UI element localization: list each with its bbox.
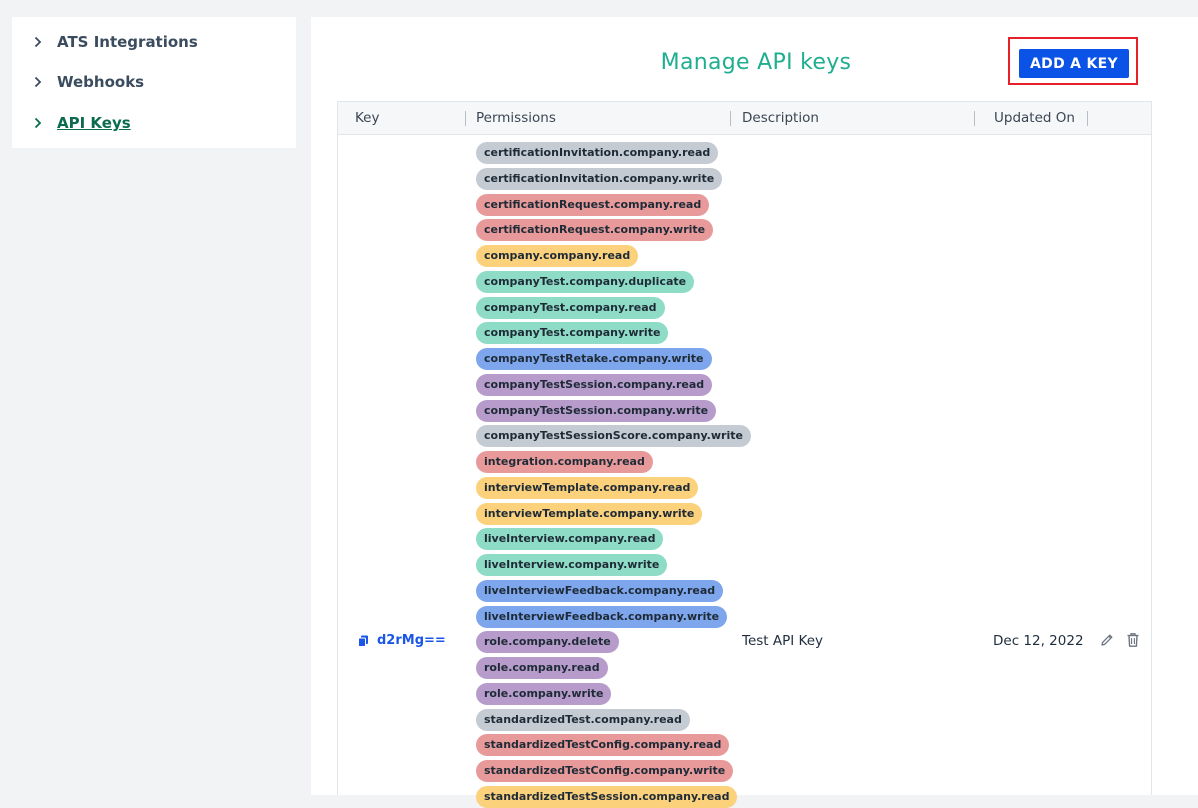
- permission-tag: certificationRequest.company.read: [476, 193, 710, 216]
- column-header-updated-on[interactable]: Updated On: [994, 110, 1075, 126]
- column-divider[interactable]: [730, 111, 731, 126]
- sidebar-item-webhooks[interactable]: Webhooks: [34, 71, 144, 93]
- permission-tag: companyTestSession.company.write: [476, 399, 717, 422]
- permission-tag: companyTestSession.company.read: [476, 373, 713, 396]
- chevron-right-icon: [34, 36, 48, 48]
- permission-tag: interviewTemplate.company.read: [476, 476, 699, 499]
- table-header: Key Permissions Description Updated On: [338, 102, 1151, 135]
- permission-tag: role.company.write: [476, 682, 612, 705]
- permission-tag: liveInterviewFeedback.company.read: [476, 579, 724, 602]
- permission-tag: standardizedTestConfig.company.read: [476, 734, 730, 757]
- permission-tag: liveInterview.company.write: [476, 554, 668, 576]
- permission-tag: role.company.delete: [476, 631, 619, 654]
- highlight-box: [1008, 37, 1138, 85]
- api-keys-panel: Manage API keys ADD A KEY Key Permission…: [311, 17, 1198, 808]
- permission-tag: companyTestSessionScore.company.write: [476, 425, 751, 448]
- page-title: Manage API keys: [660, 50, 852, 75]
- api-key-value: d2rMg==: [377, 633, 446, 648]
- permission-tag: certificationInvitation.company.write: [476, 167, 723, 190]
- settings-sidebar: ATS Integrations Webhooks API Keys: [12, 17, 296, 148]
- permission-tag: companyTest.company.write: [476, 322, 669, 345]
- permission-tag: certificationInvitation.company.read: [476, 142, 719, 164]
- trash-icon[interactable]: [1126, 632, 1140, 648]
- permission-tag: certificationRequest.company.write: [476, 219, 714, 242]
- sidebar-item-label: API Keys: [57, 114, 131, 132]
- api-keys-table: Key Permissions Description Updated On c…: [337, 101, 1152, 808]
- permission-tag: liveInterviewFeedback.company.write: [476, 605, 728, 628]
- permission-tag: standardizedTest.company.read: [476, 708, 690, 731]
- sidebar-item-label: Webhooks: [57, 73, 145, 91]
- pencil-icon[interactable]: [1099, 632, 1115, 648]
- permission-tag: standardizedTestSession.company.read: [476, 785, 738, 808]
- permission-tag: companyTestRetake.company.write: [476, 348, 712, 370]
- permission-tag: liveInterview.company.read: [476, 528, 664, 551]
- column-divider[interactable]: [465, 111, 466, 126]
- permission-tag: company.company.read: [476, 245, 639, 267]
- column-header-description[interactable]: Description: [742, 110, 819, 126]
- sidebar-item-label: ATS Integrations: [57, 33, 198, 51]
- column-header-key[interactable]: Key: [355, 110, 380, 126]
- copy-icon[interactable]: [358, 635, 369, 647]
- description-cell: Test API Key: [742, 633, 823, 649]
- api-key-link[interactable]: d2rMg==: [358, 633, 446, 648]
- column-divider[interactable]: [974, 111, 975, 126]
- permission-tag: companyTest.company.duplicate: [476, 270, 695, 293]
- sidebar-item-api-keys[interactable]: API Keys: [34, 112, 131, 134]
- permission-tag: role.company.read: [476, 657, 608, 679]
- sidebar-item-ats-integrations[interactable]: ATS Integrations: [34, 31, 198, 53]
- permission-tag: standardizedTestConfig.company.write: [476, 760, 734, 782]
- chevron-right-icon: [34, 117, 48, 129]
- permission-tag: integration.company.read: [476, 451, 653, 473]
- permission-tag: interviewTemplate.company.write: [476, 502, 703, 525]
- chevron-right-icon: [34, 76, 48, 88]
- add-key-button[interactable]: ADD A KEY: [1019, 49, 1129, 78]
- permission-tag: companyTest.company.read: [476, 296, 665, 319]
- column-divider[interactable]: [1087, 111, 1088, 126]
- column-header-permissions[interactable]: Permissions: [476, 110, 556, 126]
- updated-on-cell: Dec 12, 2022: [993, 633, 1084, 649]
